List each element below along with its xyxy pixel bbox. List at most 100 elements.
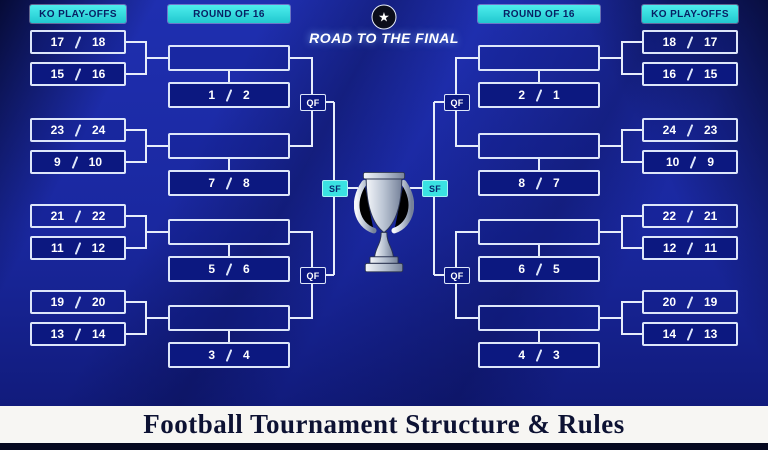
seed-number: 16 bbox=[92, 67, 106, 81]
seed-number: 3 bbox=[208, 348, 215, 362]
seed-number: 6 bbox=[518, 262, 525, 276]
slash-divider bbox=[686, 123, 694, 137]
seed-number: 1 bbox=[553, 88, 560, 102]
banner-title: Football Tournament Structure & Rules bbox=[143, 409, 625, 439]
bracket-area: KO PLAY-OFFS ROUND OF 16 ROUND OF 16 KO … bbox=[0, 0, 768, 406]
seed-number: 1 bbox=[208, 88, 215, 102]
playoff-match-box: 10 9 bbox=[642, 150, 738, 174]
playoff-match-box: 23 24 bbox=[30, 118, 126, 142]
badge-round16-left: ROUND OF 16 bbox=[168, 5, 290, 23]
slash-divider bbox=[535, 348, 543, 362]
qf-label: QF bbox=[300, 94, 326, 111]
slash-divider bbox=[535, 262, 543, 276]
slash-divider bbox=[225, 262, 233, 276]
slash-divider bbox=[686, 327, 694, 341]
slash-divider bbox=[225, 176, 233, 190]
seed-number: 12 bbox=[91, 241, 106, 255]
slash-divider bbox=[71, 155, 79, 169]
slash-divider bbox=[535, 176, 543, 190]
slash-divider bbox=[74, 209, 82, 223]
seed-number: 15 bbox=[50, 67, 64, 81]
slash-divider bbox=[686, 67, 694, 81]
slash-divider bbox=[74, 241, 82, 255]
seed-number: 22 bbox=[92, 209, 106, 223]
seed-number: 22 bbox=[662, 209, 676, 223]
playoff-match-box: 12 11 bbox=[642, 236, 738, 260]
slash-divider bbox=[686, 241, 694, 255]
seed-number: 11 bbox=[704, 241, 718, 255]
seed-number: 19 bbox=[704, 295, 718, 309]
seed-number: 16 bbox=[662, 67, 676, 81]
qf-label: QF bbox=[444, 267, 470, 284]
seed-number: 2 bbox=[243, 88, 250, 102]
seed-number: 24 bbox=[92, 123, 106, 137]
badge-ko-playoffs-left: KO PLAY-OFFS bbox=[30, 5, 126, 23]
slash-divider bbox=[686, 295, 694, 309]
seed-number: 9 bbox=[53, 155, 61, 169]
seed-number: 14 bbox=[662, 327, 676, 341]
seed-number: 17 bbox=[704, 35, 718, 49]
badge-ko-playoffs-right: KO PLAY-OFFS bbox=[642, 5, 738, 23]
seed-number: 9 bbox=[707, 155, 715, 169]
seed-number: 18 bbox=[92, 35, 106, 49]
seed-number: 10 bbox=[665, 155, 680, 169]
seed-number: 5 bbox=[553, 262, 560, 276]
seed-number: 8 bbox=[243, 176, 250, 190]
road-to-the-final-title: ROAD TO THE FINAL bbox=[309, 30, 459, 46]
seed-number: 17 bbox=[50, 35, 64, 49]
slash-divider bbox=[74, 123, 82, 137]
slash-divider bbox=[74, 327, 82, 341]
seed-number: 24 bbox=[662, 123, 676, 137]
seed-number: 20 bbox=[92, 295, 106, 309]
r16-slot-box bbox=[478, 219, 600, 245]
seed-number: 13 bbox=[50, 327, 64, 341]
seed-number: 14 bbox=[92, 327, 106, 341]
seed-number: 10 bbox=[88, 155, 103, 169]
seed-number: 6 bbox=[243, 262, 250, 276]
slash-divider bbox=[535, 88, 543, 102]
r16-slot-box bbox=[168, 133, 290, 159]
r16-slot-box bbox=[478, 305, 600, 331]
seed-number: 15 bbox=[704, 67, 718, 81]
seed-number: 12 bbox=[662, 241, 677, 255]
seed-number: 21 bbox=[704, 209, 718, 223]
seed-number: 21 bbox=[50, 209, 64, 223]
slash-divider bbox=[74, 295, 82, 309]
slash-divider bbox=[74, 35, 82, 49]
seed-number: 2 bbox=[518, 88, 525, 102]
seed-number: 5 bbox=[208, 262, 215, 276]
bottom-strip bbox=[0, 443, 768, 450]
seed-number: 7 bbox=[553, 176, 560, 190]
seed-number: 18 bbox=[662, 35, 676, 49]
r16-slot-box bbox=[478, 133, 600, 159]
badge-round16-right: ROUND OF 16 bbox=[478, 5, 600, 23]
seed-number: 4 bbox=[243, 348, 250, 362]
qf-label: QF bbox=[300, 267, 326, 284]
playoff-match-box: 21 22 bbox=[30, 204, 126, 228]
slash-divider bbox=[686, 35, 694, 49]
slash-divider bbox=[686, 209, 694, 223]
r16-slot-box bbox=[168, 305, 290, 331]
slash-divider bbox=[689, 155, 697, 169]
seed-number: 23 bbox=[704, 123, 718, 137]
ucl-trophy-icon bbox=[354, 171, 414, 273]
seed-number: 3 bbox=[553, 348, 560, 362]
seed-number: 19 bbox=[50, 295, 64, 309]
seed-number: 8 bbox=[518, 176, 525, 190]
seed-number: 23 bbox=[50, 123, 64, 137]
qf-label: QF bbox=[444, 94, 470, 111]
r16-slot-box bbox=[168, 45, 290, 71]
bottom-banner: Football Tournament Structure & Rules bbox=[0, 406, 768, 443]
